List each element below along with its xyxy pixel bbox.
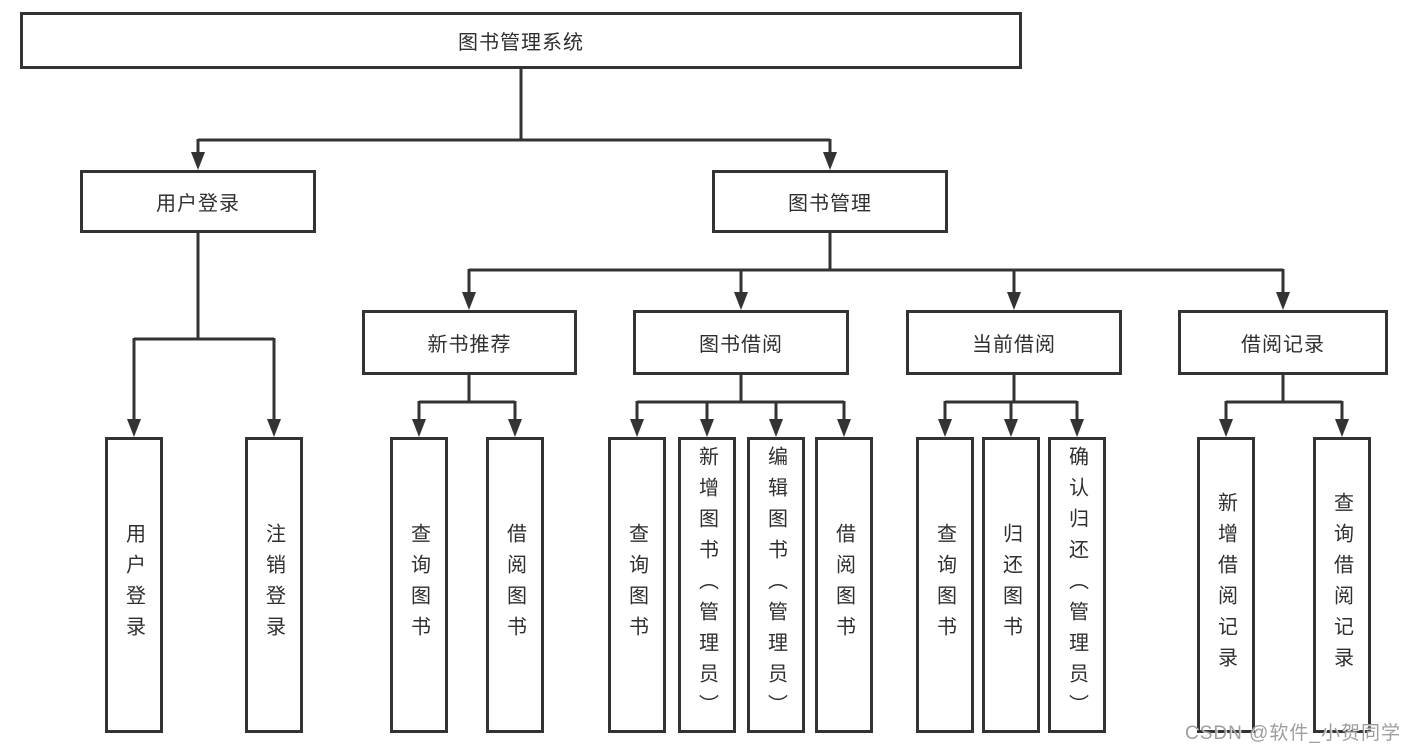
connector-user-login-path [132,233,276,420]
leaf-nb-borrow-book: 借阅图书 [486,437,544,733]
arrowhead-bb-edit-book [769,419,783,437]
arrowhead-new-book [462,292,476,310]
arrowhead-leaf-user-login [127,419,141,437]
arrowhead-nb-query-book [412,419,426,437]
leaf-cb-confirm-return-admin: 确认归还（管理员） [1048,437,1106,733]
connector-book-management [462,233,1290,310]
node-book-borrow: 图书借阅 [633,310,849,375]
leaf-cb-query-book: 查询图书 [916,437,974,733]
arrowhead-book-management [823,152,837,170]
node-system-root: 图书管理系统 [20,12,1022,69]
connector-new-book [412,375,522,437]
connector-book-management-path [467,233,1285,293]
arrowhead-br-query-record [1335,419,1349,437]
leaf-logout: 注销登录 [245,437,303,733]
leaf-cb-return-book: 归还图书 [982,437,1040,733]
arrowhead-bb-add-book [700,419,714,437]
csdn-watermark: CSDN @软件_小贺同学 [1185,723,1401,744]
arrowhead-bb-query-book [630,419,644,437]
leaf-br-add-record: 新增借阅记录 [1197,437,1255,733]
arrowhead-user-login [191,152,205,170]
leaf-user-login: 用户登录 [105,437,163,733]
arrowhead-current-borrow [1007,292,1021,310]
node-new-book-recommend: 新书推荐 [362,310,577,375]
connector-root-path [196,68,832,153]
connector-new-book-path [417,375,517,420]
arrowhead-cb-return-book [1004,419,1018,437]
connector-book-borrow-path [635,375,846,420]
leaf-nb-query-book: 查询图书 [390,437,448,733]
arrowhead-bb-borrow-book [837,419,851,437]
connector-root [191,68,837,170]
arrowhead-cb-confirm-return [1070,419,1084,437]
leaf-bb-add-book-admin: 新增图书（管理员） [678,437,736,733]
connector-book-borrow [630,375,851,437]
node-current-borrow: 当前借阅 [906,310,1122,375]
node-user-login: 用户登录 [80,170,316,233]
connector-current-borrow [938,375,1084,437]
arrowhead-borrow-record [1276,292,1290,310]
arrowhead-nb-borrow-book [508,419,522,437]
arrowhead-book-borrow [734,292,748,310]
connector-borrow-record-path [1224,375,1344,420]
leaf-bb-query-book: 查询图书 [608,437,666,733]
node-book-management: 图书管理 [712,170,948,233]
leaf-bb-borrow-book: 借阅图书 [815,437,873,733]
connector-current-borrow-path [943,375,1079,420]
connector-borrow-record [1219,375,1349,437]
leaf-bb-edit-book-admin: 编辑图书（管理员） [747,437,805,733]
connector-user-login [127,233,281,437]
arrowhead-cb-query-book [938,419,952,437]
node-borrow-record: 借阅记录 [1178,310,1388,375]
leaf-br-query-record: 查询借阅记录 [1313,437,1371,733]
arrowhead-br-add-record [1219,419,1233,437]
arrowhead-leaf-logout [267,419,281,437]
